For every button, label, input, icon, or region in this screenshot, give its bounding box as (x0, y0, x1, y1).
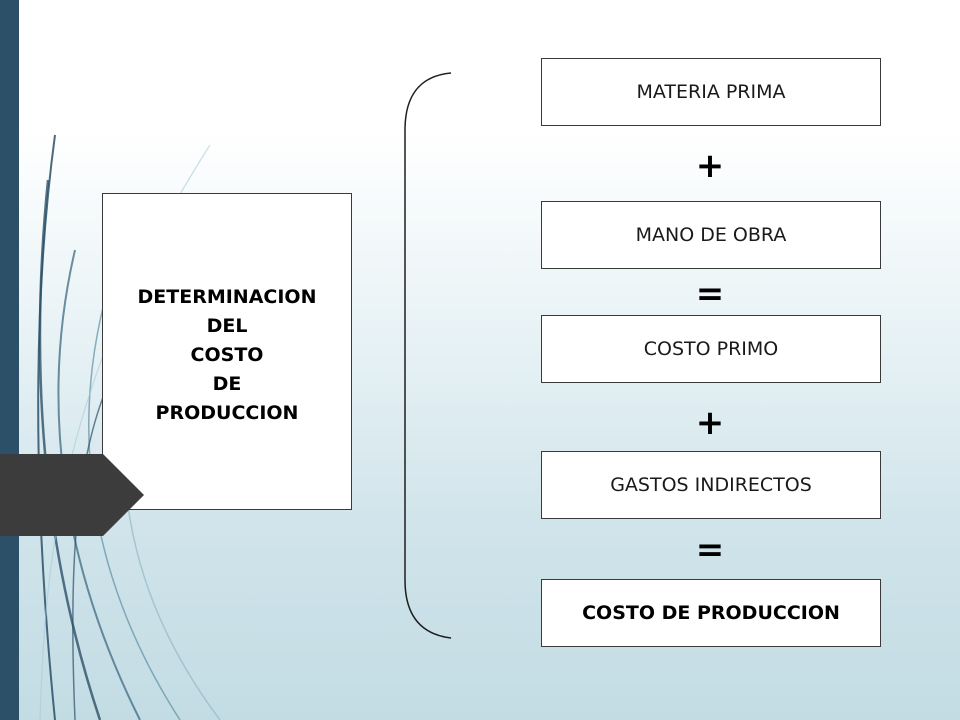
main-title-line: PRODUCCION (155, 402, 299, 424)
step-box-materia-prima: MATERIA PRIMA (541, 58, 881, 126)
equals-operator: = (695, 530, 725, 570)
left-accent-bar (0, 0, 19, 720)
equals-operator: = (695, 274, 725, 314)
step-box-gastos-indirectos: GASTOS INDIRECTOS (541, 451, 881, 519)
plus-operator: + (695, 146, 725, 186)
main-concept-box (102, 193, 352, 510)
slide-tab-arrow (0, 454, 144, 536)
main-title: DETERMINACION DEL COSTO DE PRODUCCION (102, 283, 352, 428)
main-title-line: DE (212, 373, 242, 395)
main-title-line: DEL (206, 315, 248, 337)
step-box-costo-primo: COSTO PRIMO (541, 315, 881, 383)
step-box-mano-de-obra: MANO DE OBRA (541, 201, 881, 269)
main-title-line: DETERMINACION (137, 286, 317, 308)
main-title-line: COSTO (190, 344, 264, 366)
step-box-costo-de-produccion: COSTO DE PRODUCCION (541, 579, 881, 647)
plus-operator: + (695, 403, 725, 443)
